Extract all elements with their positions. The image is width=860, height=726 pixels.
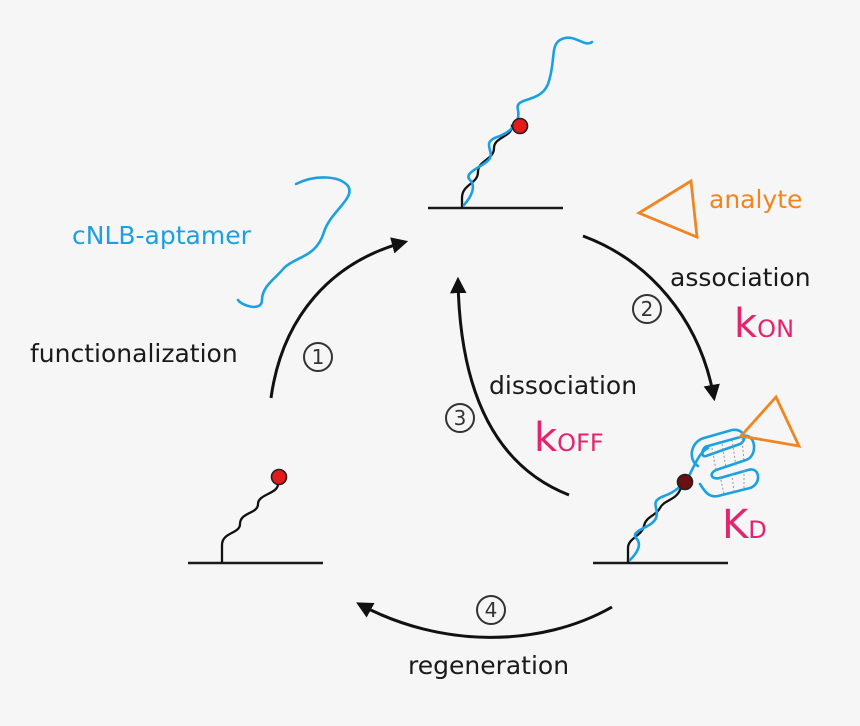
aptamer-label: cNLB-aptamer [72,221,251,250]
koff-main: k [534,415,558,461]
arrow-regeneration [356,602,613,639]
functionalization-label: functionalization [30,339,238,368]
bottom-right-dna-blue [628,446,710,562]
top-dye-dot [511,117,529,135]
arrow-dissociation [449,276,570,497]
regeneration-label: regeneration [408,651,570,680]
kon-main: k [734,301,758,347]
bottom-left-strand [220,476,280,564]
folded-aptamer [690,428,760,498]
top-dna-complex [460,36,594,209]
analyte-label: analyte [709,185,803,214]
step-1-badge: 1 [303,342,333,372]
bottom-left-dye-dot [270,468,288,486]
kon-rate-label: kON [734,304,794,344]
kon-sub: ON [757,315,795,343]
bottom-right-dye-dot [676,473,694,491]
arrow-association [582,234,720,402]
aptamer-fold-dashes [711,437,745,495]
association-label: association [670,263,811,292]
top-dna-strand-blue [462,36,594,207]
analyte-triangle-legend [635,178,699,240]
kd-rate-label: KD [722,505,767,545]
bottom-right-complex [626,428,760,564]
kd-sub: D [748,516,767,544]
kd-main: K [722,502,749,548]
bottom-right-dna-black [626,480,686,564]
bottom-left-complex [220,468,288,564]
top-dna-strand-black [460,124,520,209]
free-aptamer-strand [236,176,351,309]
koff-sub: OFF [557,429,604,457]
koff-rate-label: kOFF [534,418,604,458]
step-4-badge: 4 [476,595,506,625]
step-3-badge: 3 [445,403,475,433]
dissociation-label: dissociation [489,371,638,400]
step-2-badge: 2 [632,294,662,324]
analyte-triangle-bound [738,394,802,448]
arrow-functionalization [269,237,409,399]
